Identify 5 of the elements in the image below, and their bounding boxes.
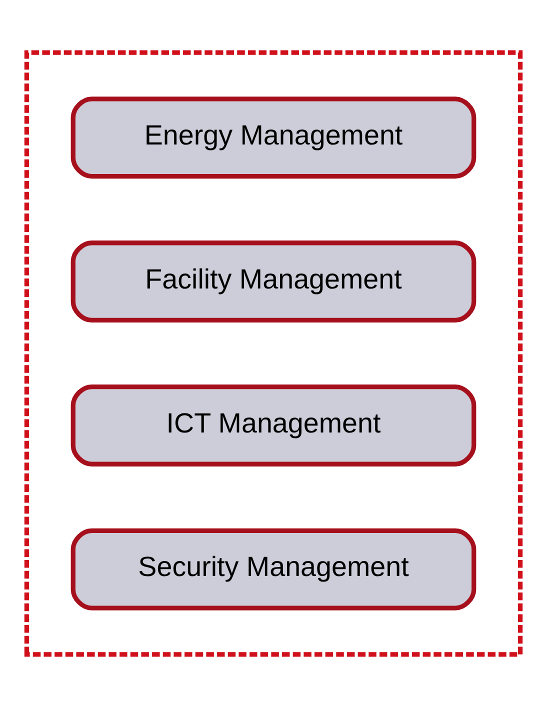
node-box: Security Management [70,528,476,610]
cluster [24,50,523,656]
node-box: Energy Management [70,96,476,178]
node-box: Facility Management [70,240,476,322]
node-box: ICT Management [70,384,476,466]
